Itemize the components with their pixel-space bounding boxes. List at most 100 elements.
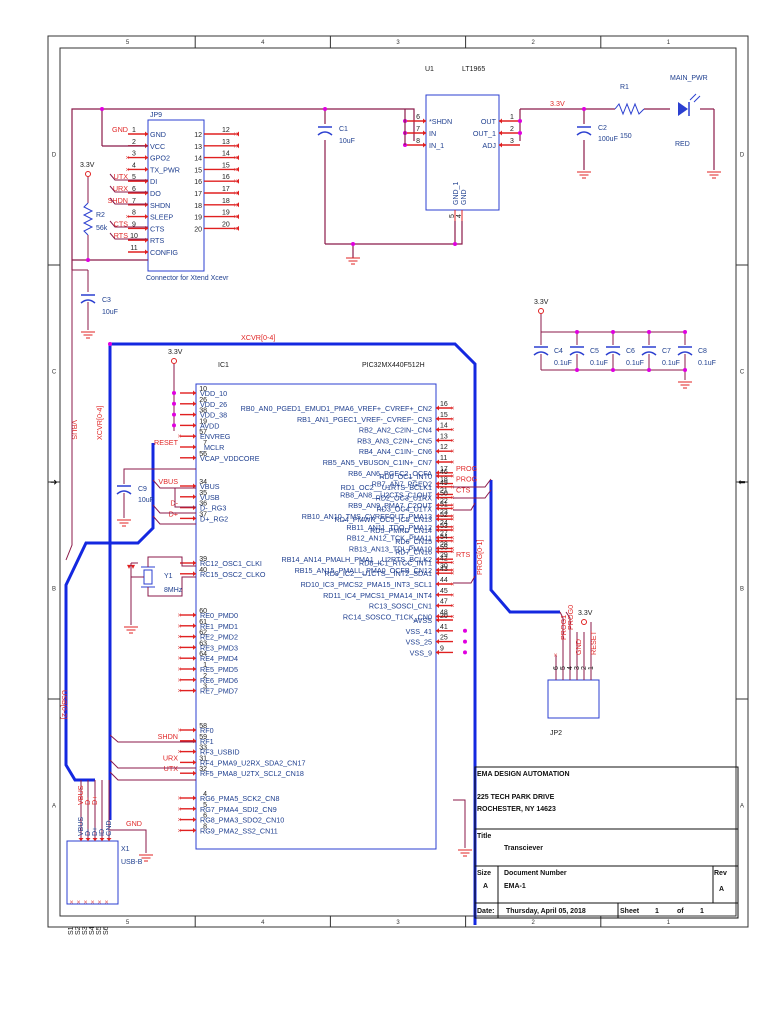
tb-company: EMA DESIGN AUTOMATION: [477, 771, 570, 778]
ground-icon: [577, 171, 591, 179]
jp9-pin-number: 4: [132, 162, 136, 169]
tb-sheet-total: 1: [700, 908, 704, 915]
junction: [518, 119, 522, 123]
y1-ref: Y1: [164, 573, 173, 580]
jp2-net-prog0: PROG0: [566, 605, 575, 630]
cap-ref: C7: [662, 348, 671, 355]
jp9-pin-number: 3: [132, 151, 136, 158]
jp9-pin-number: 16: [222, 174, 230, 181]
ic1-part: PIC32MX440F512H: [362, 362, 425, 369]
no-connect-icon: ×: [234, 226, 238, 233]
no-connect-icon: ×: [178, 828, 182, 835]
junction: [518, 131, 522, 135]
jp2-pin-number: 4: [567, 666, 574, 670]
ic1-pin-name: RB5_AN5_VBUSON_C1IN+_CN7: [323, 458, 432, 467]
jp9-pin-name: GPO2: [150, 154, 170, 163]
ic1-pin-name: RD11_IC4_PMCS1_PMA14_INT4: [323, 591, 432, 600]
ic1-pin-name: RD9_IC2__U1CTS__INT2_SDA1: [325, 569, 432, 578]
ic1-net-label: UTX: [164, 764, 179, 773]
ic1-usb-wires: [152, 479, 196, 525]
no-connect-icon: ×: [91, 900, 95, 907]
ic1-pin-number: 4: [203, 791, 207, 798]
no-connect-icon: ×: [451, 474, 455, 481]
tb-sheet: 1: [655, 908, 659, 915]
ic1-pin-number: 29: [440, 552, 448, 559]
cap-value: 0.1uF: [554, 360, 572, 367]
frame-col-label: 5: [126, 920, 130, 926]
ic1-net-label: VBUS: [158, 477, 178, 486]
resistor-r1[interactable]: R1 150: [614, 84, 645, 140]
jp9-right-pins: 1212×1313×1414×1515×1616×1717×1818×1919×…: [194, 127, 239, 233]
u1-pin-number: 3: [510, 138, 514, 145]
ground-icon: [458, 849, 472, 857]
capacitor-c4[interactable]: C40.1uF: [533, 332, 572, 370]
ic1-pin-name: RD1_OC2__U1RTS_BCLK1: [341, 483, 432, 492]
x1-bottom-pin: S2: [75, 926, 82, 935]
cap-value: 0.1uF: [662, 360, 680, 367]
ic1-pin-name: RB15_AN15_PMALL_PMA0_OCFB_CN12: [295, 566, 432, 575]
x1-bottom-pin: S3: [82, 926, 89, 935]
jp9-net-label: CTS: [114, 219, 129, 228]
u1-ref: U1: [425, 66, 434, 73]
no-connect-icon: ×: [451, 582, 455, 589]
ic1-pin-name: RF3_USBID: [200, 748, 240, 757]
capacitor-c3[interactable]: C3 10uF: [80, 270, 118, 330]
no-connect-icon: ×: [70, 900, 74, 907]
ic1-pin-name: RD8_IC1_RTCC_INT1: [359, 558, 432, 567]
ic1-pin-name: RB8_AN8__U2CTS_C1OUT: [340, 490, 432, 499]
frame-col-label: 3: [396, 920, 400, 926]
no-connect-icon: ×: [178, 749, 182, 756]
jp9-pin-name: DO: [150, 189, 161, 198]
x1-pin-name: VBUS: [78, 817, 85, 836]
led-main-pwr[interactable]: MAIN_PWR RED: [670, 75, 708, 148]
jp9-pin-number: 14: [222, 151, 230, 158]
capacitor-c5[interactable]: C50.1uF: [569, 330, 608, 372]
crystal-y1[interactable]: Y1 8MHz ▾▾: [127, 556, 196, 625]
capacitor-c7[interactable]: C7 0.1uF: [641, 330, 680, 372]
capacitor-c2[interactable]: C2 100uF: [576, 125, 618, 143]
capacitor-c8[interactable]: C80.1uF: [677, 330, 716, 372]
frame-row-label: A: [740, 804, 744, 810]
jp9-pin-number: 5: [132, 174, 136, 181]
frame-center-arrow-icon: ⬅: [738, 477, 746, 487]
capacitor-c6[interactable]: C60.1uF: [605, 330, 644, 372]
frame-col-label: 4: [261, 40, 265, 46]
resistor-r2[interactable]: 3.3V R2 56k: [80, 162, 108, 260]
ground-icon: [81, 331, 95, 339]
u1-pin-num-5: 5: [449, 214, 456, 218]
jp9-net-label: UTX: [114, 172, 129, 181]
ic1-pin-number: 11: [440, 455, 447, 462]
ic1-pin-number: 2: [203, 673, 207, 680]
c3-ref: C3: [102, 297, 111, 304]
junction: [453, 242, 457, 246]
u1-pin-number: 6: [416, 114, 420, 121]
ic1-pin-number: 59: [199, 734, 207, 741]
ic1-pin-number: 1: [203, 662, 207, 669]
capacitor-c1[interactable]: C1 10uF: [317, 126, 355, 145]
capacitor-c9[interactable]: C9 10uF: [116, 468, 196, 518]
jp9-pin-number: 13: [194, 144, 202, 151]
no-connect-icon: ×: [234, 214, 238, 221]
ic1-pin-name: RE5_PMD5: [200, 665, 238, 674]
ic1-pin-name: RB1_AN1_PGEC1_VREF-_CVREF-_CN3: [297, 415, 432, 424]
ic1-pin-name: RD0_OC1_INT0: [379, 472, 432, 481]
ic1-pin-number: 42: [440, 555, 448, 562]
x1-pin-name: D+: [92, 827, 99, 836]
jp9-bus-entries: [109, 173, 148, 240]
jp2-pin-number: 2: [581, 666, 588, 670]
u1-pin-name: IN_1: [429, 141, 444, 150]
ic1-pin-number: 61: [199, 619, 207, 626]
ic1-pin-name: VDD_10: [200, 389, 227, 398]
ic1-pin-name: RD2_OC3_U1RX: [376, 494, 433, 503]
tb-address1: 225 TECH PARK DRIVE: [477, 794, 555, 801]
ic1-pin-name: RE7_PMD7: [200, 687, 238, 696]
ic1-microcontroller[interactable]: IC1 PIC32MX440F512H 3.3V 10VDD_1026VDD_2…: [154, 349, 478, 850]
ic1-pin-name: VUSB: [200, 493, 220, 502]
u1-pin-name: OUT: [481, 117, 497, 126]
